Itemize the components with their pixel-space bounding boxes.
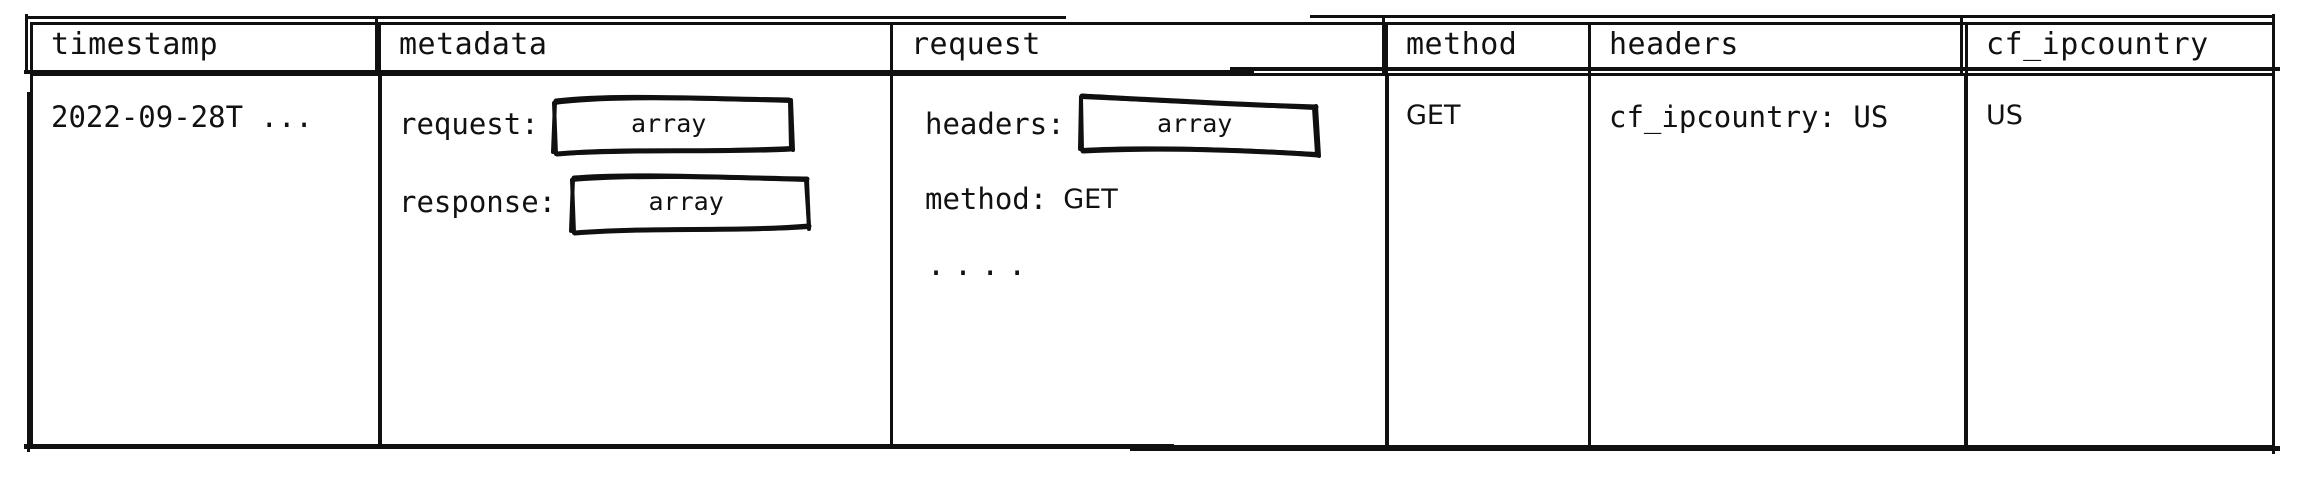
metadata-field-request: request: array [399, 94, 890, 157]
sketch-stroke-top-left [26, 16, 1066, 19]
column-header-headers[interactable]: headers [1588, 22, 1968, 76]
cell-metadata[interactable]: request: array [378, 73, 893, 448]
metadata-field-response: response: array [399, 173, 890, 236]
metadata-response-key: response: [399, 185, 557, 219]
table-header-row: timestamp metadata request method header… [30, 22, 2275, 76]
cell-timestamp[interactable]: 2022-09-28T ... [30, 73, 381, 448]
sketch-stroke-left-edge-top [25, 14, 28, 74]
array-chip-label: array [1157, 108, 1233, 138]
column-header-timestamp[interactable]: timestamp [30, 22, 381, 76]
column-header-method[interactable]: method [1385, 22, 1591, 76]
cell-cf-ipcountry[interactable]: US [1965, 73, 2275, 448]
column-header-request[interactable]: request [890, 22, 1388, 76]
metadata-request-key: request: [399, 107, 539, 141]
request-method-value: GET [1063, 183, 1118, 215]
table-header: timestamp metadata request method header… [30, 22, 2275, 76]
cell-method[interactable]: GET [1385, 73, 1591, 448]
array-chip-label: array [648, 186, 724, 216]
headers-value: cf_ipcountry: US [1609, 100, 1889, 134]
array-type-chip[interactable]: array [550, 94, 795, 157]
data-table: timestamp metadata request method header… [30, 22, 2275, 448]
timestamp-value: 2022-09-28T ... [51, 100, 313, 134]
cell-request[interactable]: headers: array [890, 73, 1388, 448]
request-field-method: method: GET [911, 176, 1385, 222]
array-type-chip[interactable]: array [1077, 93, 1321, 158]
data-table-wrapper: timestamp metadata request method header… [24, 14, 2280, 454]
method-value: GET [1406, 100, 1461, 131]
table-body: 2022-09-28T ... request: [30, 73, 2275, 448]
column-header-cf-ipcountry[interactable]: cf_ipcountry [1965, 22, 2275, 76]
array-chip-label: array [631, 108, 707, 138]
column-header-metadata[interactable]: metadata [378, 22, 893, 76]
request-method-key: method: [925, 182, 1048, 216]
sketch-stroke-top-right [1310, 15, 2275, 18]
request-truncation-ellipsis: .... [927, 248, 1036, 283]
cf-ipcountry-value: US [1986, 100, 2023, 131]
request-field-headers: headers: array [911, 93, 1385, 158]
request-headers-key: headers: [925, 107, 1065, 141]
array-type-chip[interactable]: array [569, 173, 812, 236]
table-row[interactable]: 2022-09-28T ... request: [30, 73, 2275, 448]
cell-headers[interactable]: cf_ipcountry: US [1588, 73, 1968, 448]
